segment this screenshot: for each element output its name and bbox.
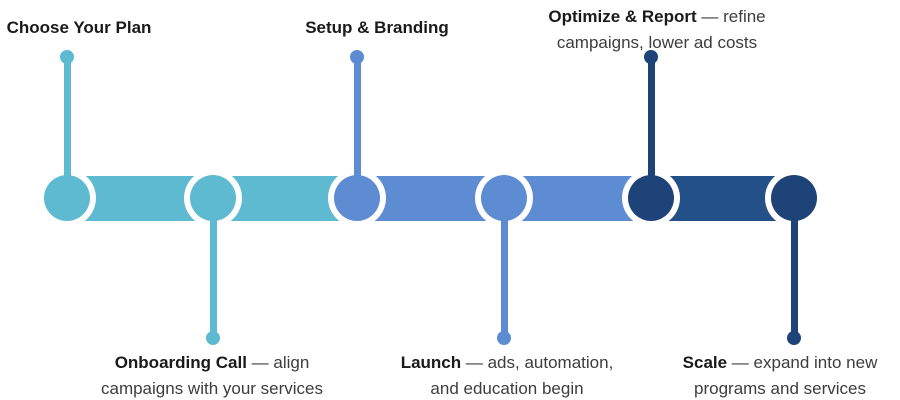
step-label-line1: Setup & Branding bbox=[305, 15, 449, 41]
node-circle bbox=[628, 175, 674, 221]
step-label-scale: Scale — expand into new programs and ser… bbox=[683, 350, 878, 400]
step-label-onboarding-call: Onboarding Call — align campaigns with y… bbox=[101, 350, 323, 400]
connector-dot-icon bbox=[787, 331, 801, 345]
connector-dot-icon bbox=[206, 331, 220, 345]
node-circle bbox=[481, 175, 527, 221]
step-desc-line2: campaigns, lower ad costs bbox=[556, 33, 758, 52]
step-title: Setup & Branding bbox=[305, 18, 449, 37]
step-desc-line2: and education begin bbox=[430, 379, 584, 398]
step-label-launch: Launch — ads, automation, and education … bbox=[401, 350, 614, 400]
node-circle bbox=[190, 175, 236, 221]
step-label-line1: Optimize & Report — refine bbox=[548, 4, 765, 30]
step-title: Choose Your Plan bbox=[6, 18, 152, 37]
step-label-setup-branding: Setup & Branding bbox=[305, 15, 449, 41]
step-desc-line1: — refine bbox=[696, 7, 766, 26]
step-title: Optimize & Report bbox=[548, 7, 697, 26]
step-desc-line1: — expand into new bbox=[727, 353, 878, 372]
step-label-line1: Scale — expand into new bbox=[683, 350, 878, 376]
step-desc-line2: programs and services bbox=[694, 379, 866, 398]
connector-dot-icon bbox=[644, 50, 658, 64]
step-title: Scale bbox=[682, 353, 728, 372]
step-desc-line1: — align bbox=[246, 353, 310, 372]
step-title: Launch bbox=[400, 353, 462, 372]
step-title: Onboarding Call bbox=[114, 353, 247, 372]
node-circle bbox=[771, 175, 817, 221]
connector-stem bbox=[353, 57, 361, 198]
node-circle bbox=[334, 175, 380, 221]
connector-stem bbox=[647, 57, 655, 198]
node-circle bbox=[44, 175, 90, 221]
step-label-line1: Onboarding Call — align bbox=[101, 350, 323, 376]
step-label-optimize-report: Optimize & Report — refine campaigns, lo… bbox=[548, 4, 765, 56]
connector-dot-icon bbox=[60, 50, 74, 64]
connector-stem bbox=[500, 198, 508, 338]
connector-dot-icon bbox=[350, 50, 364, 64]
connector-dot-icon bbox=[497, 331, 511, 345]
step-desc-line2: campaigns with your services bbox=[100, 379, 324, 398]
step-label-choose-your-plan: Choose Your Plan bbox=[7, 15, 152, 41]
connector-stem bbox=[63, 57, 71, 198]
connector-stem bbox=[790, 198, 798, 338]
step-label-line1: Choose Your Plan bbox=[7, 15, 152, 41]
step-label-line1: Launch — ads, automation, bbox=[401, 350, 614, 376]
connector-stem bbox=[209, 198, 217, 338]
step-desc-line1: — ads, automation, bbox=[461, 353, 614, 372]
